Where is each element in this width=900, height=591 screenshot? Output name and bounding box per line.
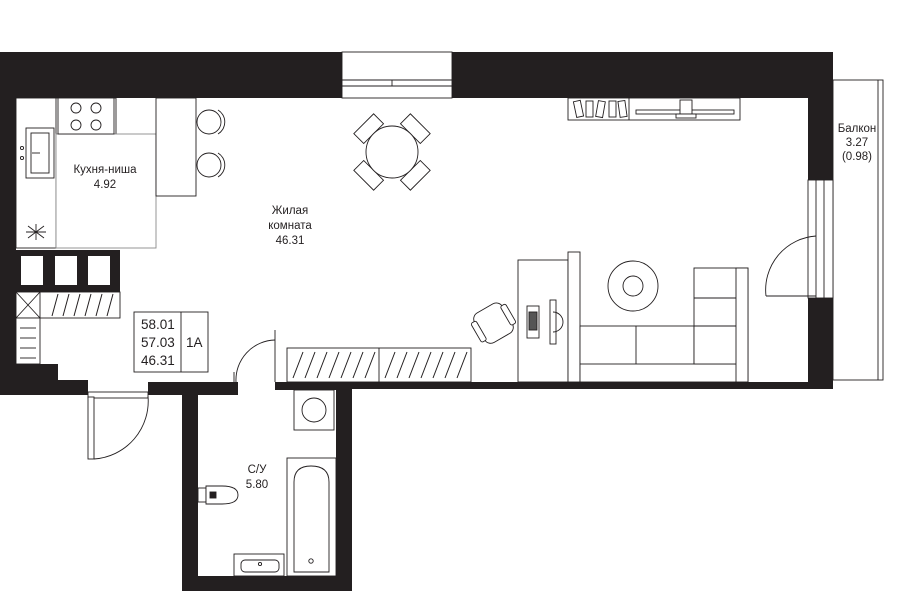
kitchen-furniture <box>15 97 226 249</box>
total-area: 58.01 <box>141 317 175 332</box>
walls <box>0 52 833 591</box>
living-wardrobe <box>286 347 472 383</box>
work-desk <box>470 251 581 383</box>
bathroom-fixtures <box>197 389 337 577</box>
balcony-name: Балкон <box>838 123 877 135</box>
room-labels: Кухня-ниша 4.92 Жилая комната 46.31 С/У … <box>73 123 876 491</box>
coffee-table <box>607 260 659 312</box>
kitchen-area: 4.92 <box>94 179 116 191</box>
living-area: 46.31 <box>141 353 175 368</box>
apartment-type: 1А <box>186 335 203 350</box>
area-without-balcony: 57.03 <box>141 335 175 350</box>
bathroom-door <box>233 330 276 383</box>
tv-shelves <box>567 97 741 121</box>
balcony <box>765 79 884 381</box>
window-top <box>341 51 453 99</box>
balcony-area: 3.27 <box>846 137 868 149</box>
sofa <box>579 267 749 383</box>
kitchen-name: Кухня-ниша <box>73 164 137 176</box>
living-name-line1: Жилая <box>272 205 308 217</box>
area-summary: 58.01 57.03 46.31 1А <box>133 311 209 373</box>
balcony-area-reduced: (0.98) <box>842 151 872 163</box>
bathroom-name: С/У <box>248 464 268 476</box>
living-area: 46.31 <box>276 235 305 247</box>
dining-table <box>353 113 431 191</box>
bathroom-area: 5.80 <box>246 479 268 491</box>
hall-wardrobe <box>15 291 121 365</box>
living-name-line2: комната <box>268 220 312 232</box>
entrance-door <box>87 391 149 460</box>
